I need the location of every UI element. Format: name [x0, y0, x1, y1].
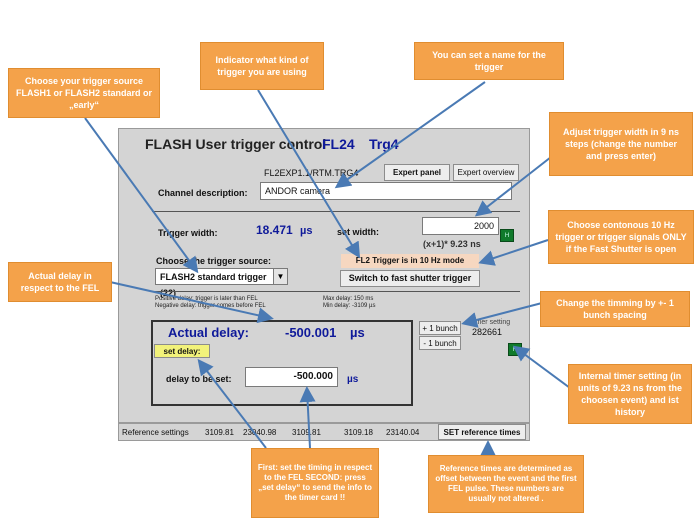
device-name: FL2EXP1.1/RTM.TRG4	[264, 168, 359, 178]
group-name: FL24	[322, 136, 355, 152]
reference-settings-label: Reference settings	[122, 428, 189, 437]
callout-contonous: Choose contonous 10 Hz trigger or trigge…	[548, 210, 694, 264]
trigger-width-unit: µs	[300, 225, 313, 237]
callout-reference: Reference times are determined as offset…	[428, 455, 584, 513]
delay-box	[151, 320, 413, 406]
set-delay-button[interactable]: set delay:	[154, 344, 210, 358]
set-width-input[interactable]: 2000	[422, 217, 499, 235]
delay-to-be-set-label: delay to be set:	[166, 374, 232, 384]
timer-history-green-button[interactable]: H	[508, 343, 522, 356]
callout-width: Adjust trigger width in 9 ns steps (chan…	[549, 112, 693, 176]
set-reference-times-button[interactable]: SET reference times	[438, 424, 526, 440]
trigger-source-select[interactable]: FLASH2 standard trigger (22)	[155, 268, 288, 298]
callout-indicator: Indicator what kind of trigger you are u…	[200, 42, 324, 90]
set-width-green-button[interactable]: H	[500, 229, 514, 242]
panel-title: FLASH User trigger control	[145, 136, 327, 152]
separator	[152, 211, 520, 212]
trigger-width-label: Trigger width:	[158, 228, 218, 238]
trigger-source-label: Choose the trigger source:	[156, 256, 272, 266]
reference-value: 3109.81	[205, 428, 234, 437]
actual-delay-unit: µs	[350, 325, 365, 340]
min-delay: Min delay: -3109 µs	[323, 303, 376, 309]
max-delay: Max delay: 150 ms	[323, 296, 374, 302]
expert-overview-button[interactable]: Expert overview	[453, 164, 519, 181]
callout-first-second: First: set the timing in respect to the …	[251, 448, 379, 518]
callout-trigger-source: Choose your trigger source FLASH1 or FLA…	[8, 68, 160, 118]
chevron-down-icon[interactable]: ▼	[273, 268, 288, 285]
set-width-label: set width:	[337, 227, 379, 237]
expert-panel-button[interactable]: Expert panel	[384, 164, 450, 181]
delay-to-be-set-input[interactable]: -500.000	[245, 367, 338, 387]
info-negative: Negative delay: trigger comes before FEL	[155, 303, 266, 309]
reference-value: 3109.18	[344, 428, 373, 437]
actual-delay-label: Actual delay:	[168, 325, 249, 340]
callout-internal-timer: Internal timer setting (in units of 9.23…	[568, 364, 692, 424]
separator	[152, 291, 520, 292]
reference-value: 23040.98	[243, 428, 277, 437]
callout-actual-delay: Actual delay in respect to the FEL	[8, 262, 112, 302]
info-positive: Positive delay: trigger is later than FE…	[155, 296, 258, 302]
reference-value: 23140.04	[386, 428, 420, 437]
switch-fast-shutter-button[interactable]: Switch to fast shutter trigger	[340, 270, 480, 287]
actual-delay-value: -500.001	[285, 325, 337, 340]
timer-setting-label: Timer setting	[470, 319, 511, 326]
mode-indicator: FL2 Trigger is in 10 Hz mode	[341, 254, 479, 268]
channel-description-label: Channel description:	[158, 188, 248, 198]
set-width-formula: (x+1)* 9.23 ns	[423, 239, 481, 249]
callout-name: You can set a name for the trigger	[414, 42, 564, 80]
trigger-name: Trg4	[369, 136, 399, 152]
channel-description-input[interactable]: ANDOR camera	[260, 182, 512, 200]
callout-bunch: Change the timming by +- 1 bunch spacing	[540, 291, 690, 327]
timer-setting-value: 282661	[472, 327, 503, 337]
trigger-width-value: 18.471	[256, 223, 293, 237]
delay-to-be-set-unit: µs	[347, 374, 359, 385]
reference-value: 3109.81	[292, 428, 321, 437]
minus-one-bunch-button[interactable]: - 1 bunch	[419, 336, 461, 350]
plus-one-bunch-button[interactable]: + 1 bunch	[419, 321, 461, 335]
